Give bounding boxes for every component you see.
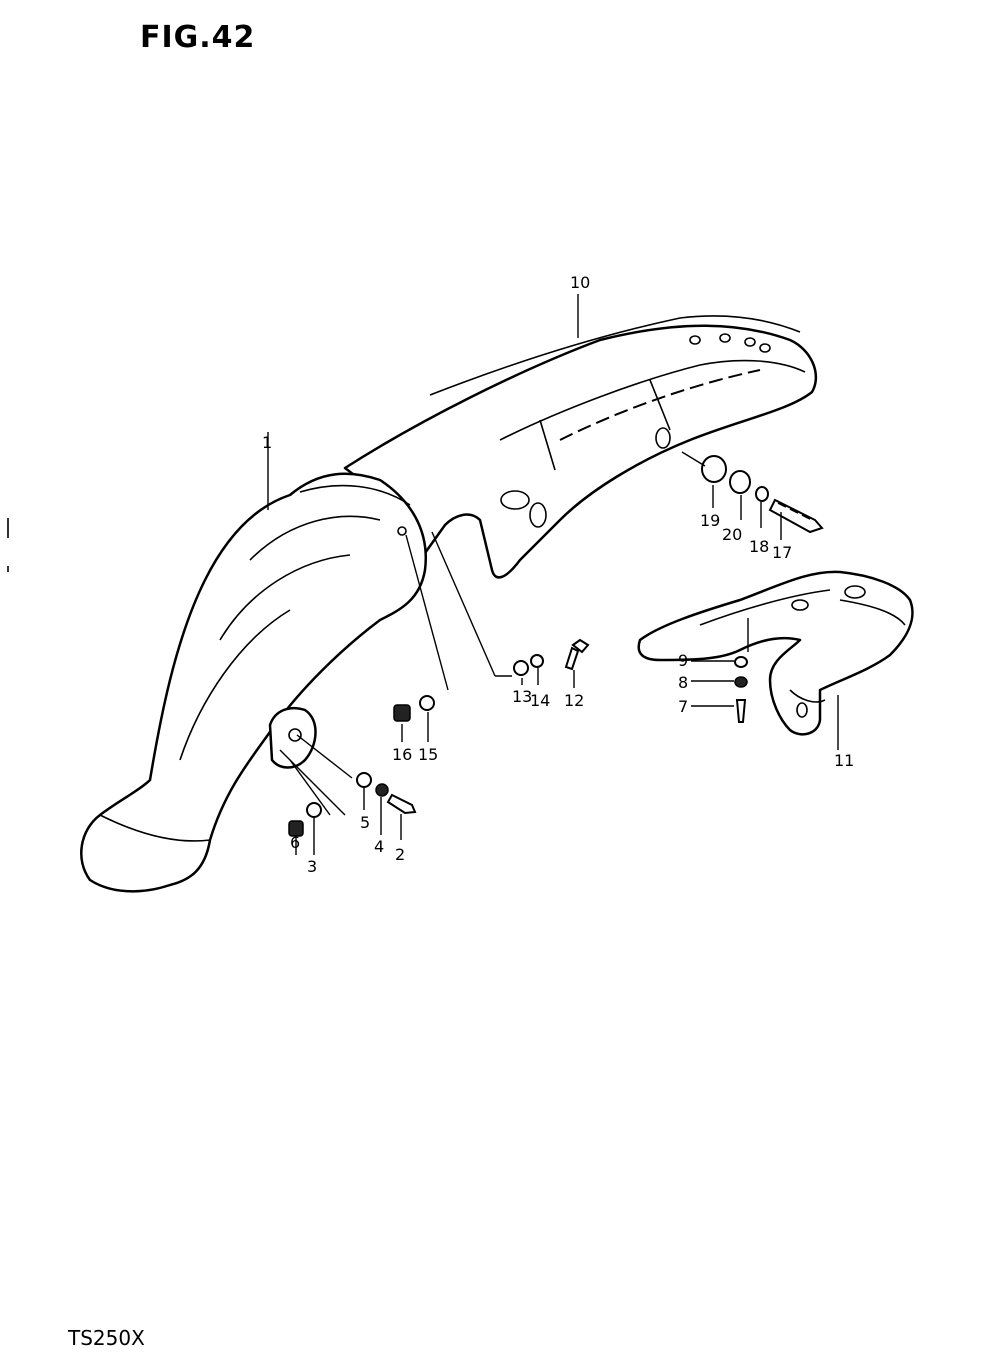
part-label-8: 8 — [678, 673, 688, 692]
carrier-part-11 — [637, 570, 914, 736]
leader-lines — [267, 294, 839, 855]
part-label-9: 9 — [678, 651, 688, 670]
part-label-16: 16 — [392, 745, 412, 764]
hardware-front-mount — [288, 772, 417, 837]
part-label-19: 19 — [700, 511, 720, 530]
part-label-14: 14 — [530, 691, 550, 710]
hardware-mid-mount — [513, 638, 590, 676]
part-label-10: 10 — [570, 273, 590, 292]
part-label-18: 18 — [749, 537, 769, 556]
part-label-5: 5 — [360, 813, 370, 832]
part-label-2: 2 — [395, 845, 405, 864]
part-label-17: 17 — [772, 543, 792, 562]
part-label-20: 20 — [722, 525, 742, 544]
hardware-carrier-mount — [734, 656, 748, 723]
part-label-11: 11 — [834, 751, 854, 770]
part-label-6: 6 — [290, 833, 300, 852]
rear-fender-part-10 — [343, 315, 818, 579]
part-label-13: 13 — [512, 687, 532, 706]
hardware-rear-mount — [701, 455, 824, 534]
part-number-labels: 1 2 3 4 5 6 7 8 9 10 11 12 13 14 15 16 1… — [262, 273, 854, 876]
part-label-12: 12 — [564, 691, 584, 710]
fender-part-1 — [80, 472, 428, 893]
figure-title: FIG.42 — [140, 20, 256, 55]
part-label-15: 15 — [418, 745, 438, 764]
part-label-7: 7 — [678, 697, 688, 716]
model-code: TS250X — [68, 1326, 145, 1350]
part-label-4: 4 — [374, 837, 384, 856]
hardware-15-16 — [393, 695, 435, 722]
part-label-3: 3 — [307, 857, 317, 876]
part-label-1: 1 — [262, 433, 272, 452]
